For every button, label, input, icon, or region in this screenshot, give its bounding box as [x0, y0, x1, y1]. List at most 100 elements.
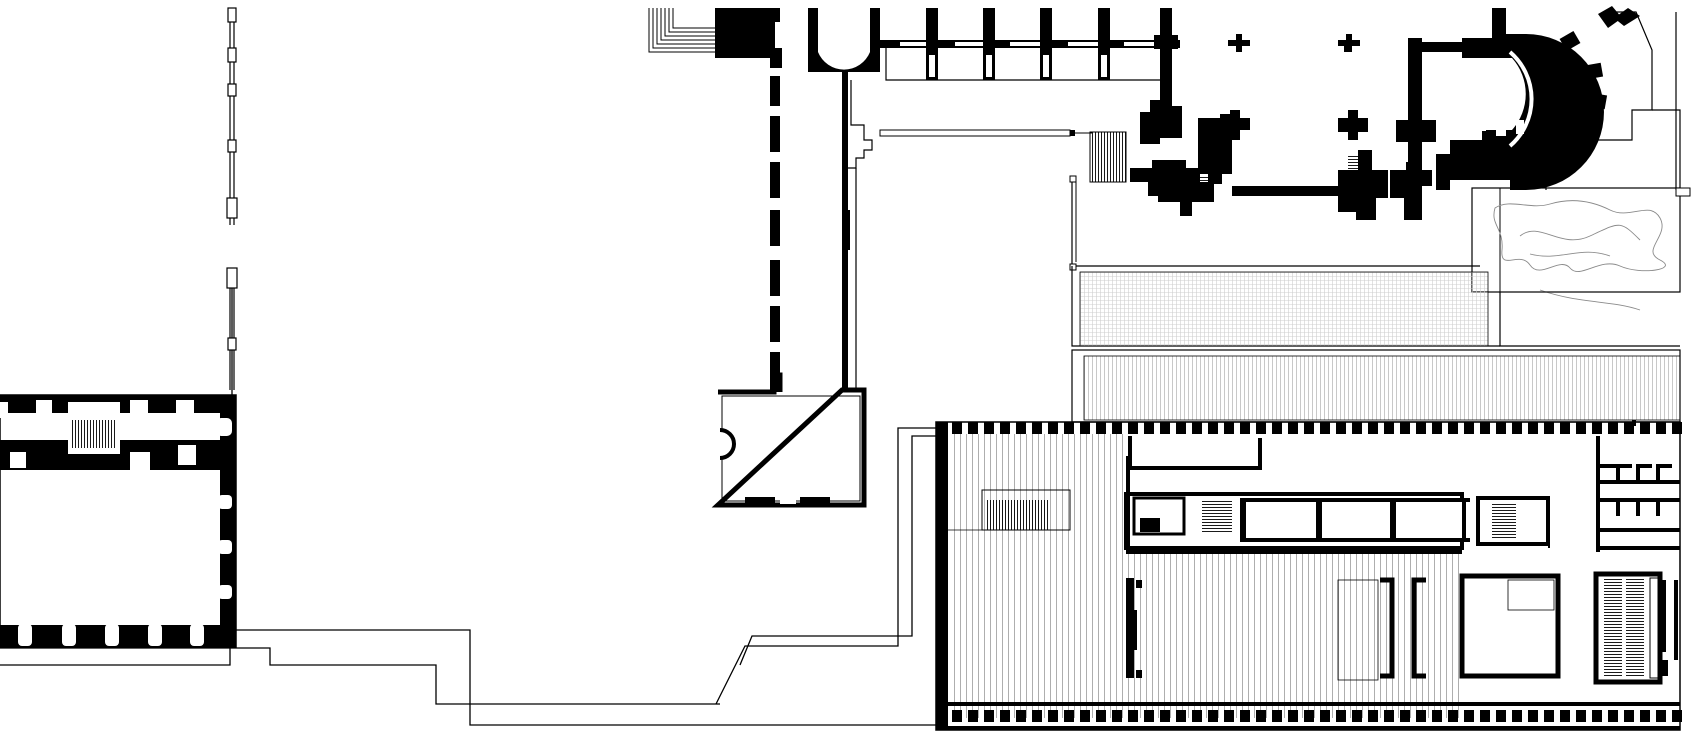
museum-wall-segment	[1352, 422, 1362, 434]
museum-wall-segment	[1160, 422, 1170, 434]
museum-wall-segment	[1240, 710, 1250, 722]
museum-wall-segment	[1224, 710, 1234, 722]
museum-wall-segment	[1256, 422, 1266, 434]
left-building-plan	[0, 394, 237, 648]
museum-wall-segment	[1096, 710, 1106, 722]
museum-wall-segment	[1064, 422, 1074, 434]
museum-wall-segment	[1208, 422, 1218, 434]
museum-wall-segment	[1480, 422, 1490, 434]
museum-wall-segment	[1464, 710, 1474, 722]
museum-building-plan	[935, 420, 1682, 731]
museum-wall-segment	[1496, 710, 1506, 722]
museum-wall-segment	[1208, 710, 1218, 722]
museum-wall-segment	[1384, 710, 1394, 722]
terrace-band	[1071, 266, 1681, 423]
museum-wall-segment	[1112, 422, 1122, 434]
museum-wall-segment	[1400, 422, 1410, 434]
museum-wall-segment	[1640, 710, 1650, 722]
museum-wall-segment	[1544, 422, 1554, 434]
museum-wall-segment	[1512, 710, 1522, 722]
museum-wall-segment	[1032, 422, 1042, 434]
museum-wall-segment	[936, 710, 946, 722]
museum-wall-segment	[1064, 710, 1074, 722]
museum-wall-segment	[1656, 710, 1666, 722]
museum-wall-segment	[1048, 710, 1058, 722]
museum-wall-segment	[1000, 422, 1010, 434]
museum-wall-segment	[1176, 422, 1186, 434]
museum-wall-segment	[952, 422, 962, 434]
museum-wall-segment	[1368, 422, 1378, 434]
museum-wall-segment	[1336, 710, 1346, 722]
museum-wall-segment	[1528, 710, 1538, 722]
museum-wall-segment	[1368, 710, 1378, 722]
museum-wall-segment	[1144, 422, 1154, 434]
museum-wall-segment	[1096, 422, 1106, 434]
museum-wall-segment	[1352, 710, 1362, 722]
museum-wall-segment	[1464, 422, 1474, 434]
museum-wall-segment	[1000, 710, 1010, 722]
museum-wall-segment	[1576, 710, 1586, 722]
museum-wall-segment	[1448, 710, 1458, 722]
museum-wall-segment	[1496, 422, 1506, 434]
museum-wall-segment	[1592, 422, 1602, 434]
colonnade-columns	[226, 7, 238, 390]
museum-wall-segment	[1560, 710, 1570, 722]
museum-wall-segment	[1480, 710, 1490, 722]
museum-wall-segment	[1016, 710, 1026, 722]
museum-wall-segment	[1416, 422, 1426, 434]
museum-wall-segment	[1448, 422, 1458, 434]
museum-wall-segment	[1512, 422, 1522, 434]
museum-wall-segment	[1320, 710, 1330, 722]
museum-wall-segment	[936, 422, 946, 434]
museum-wall-segment	[1336, 422, 1346, 434]
museum-wall-segment	[1432, 710, 1442, 722]
central-wing-plan	[648, 8, 867, 508]
museum-wall-segment	[968, 422, 978, 434]
museum-wall-segment	[1544, 710, 1554, 722]
museum-wall-segment	[1528, 422, 1538, 434]
museum-wall-segment	[1400, 710, 1410, 722]
museum-wall-segment	[1416, 710, 1426, 722]
museum-wall-segment	[1560, 422, 1570, 434]
museum-wall-segment	[1080, 422, 1090, 434]
museum-wall-segment	[1160, 710, 1170, 722]
museum-wall-segment	[1432, 422, 1442, 434]
museum-wall-segment	[1592, 710, 1602, 722]
museum-wall-segment	[1672, 422, 1682, 434]
museum-wall-segment	[1624, 422, 1634, 434]
museum-wall-segment	[1640, 422, 1650, 434]
museum-wall-segment	[1224, 422, 1234, 434]
museum-wall-segment	[1272, 710, 1282, 722]
museum-wall-segment	[1048, 422, 1058, 434]
museum-wall-segment	[1608, 710, 1618, 722]
church-plan	[1130, 6, 1640, 220]
museum-wall-segment	[1256, 710, 1266, 722]
museum-wall-segment	[1288, 710, 1298, 722]
museum-wall-segment	[1384, 422, 1394, 434]
museum-wall-segment	[1304, 422, 1314, 434]
museum-wall-segment	[1128, 422, 1138, 434]
museum-wall-segment	[1112, 710, 1122, 722]
museum-wall-segment	[1080, 710, 1090, 722]
museum-wall-segment	[1672, 710, 1682, 722]
museum-wall-segment	[1240, 422, 1250, 434]
museum-wall-segment	[1288, 422, 1298, 434]
museum-wall-segment	[1176, 710, 1186, 722]
museum-wall-segment	[1320, 422, 1330, 434]
museum-wall-segment	[952, 710, 962, 722]
museum-wall-segment	[1272, 422, 1282, 434]
museum-wall-segment	[1144, 710, 1154, 722]
church-outline	[1545, 11, 1681, 190]
museum-wall-segment	[1656, 422, 1666, 434]
museum-wall-segment	[1032, 710, 1042, 722]
site-boundary-paths	[0, 280, 936, 726]
museum-wall-segment	[1128, 710, 1138, 722]
museum-wall-segment	[984, 710, 994, 722]
museum-wall-segment	[1016, 422, 1026, 434]
museum-wall-segment	[984, 422, 994, 434]
museum-wall-segment	[1304, 710, 1314, 722]
museum-wall-segment	[1192, 710, 1202, 722]
museum-wall-segment	[1608, 422, 1618, 434]
